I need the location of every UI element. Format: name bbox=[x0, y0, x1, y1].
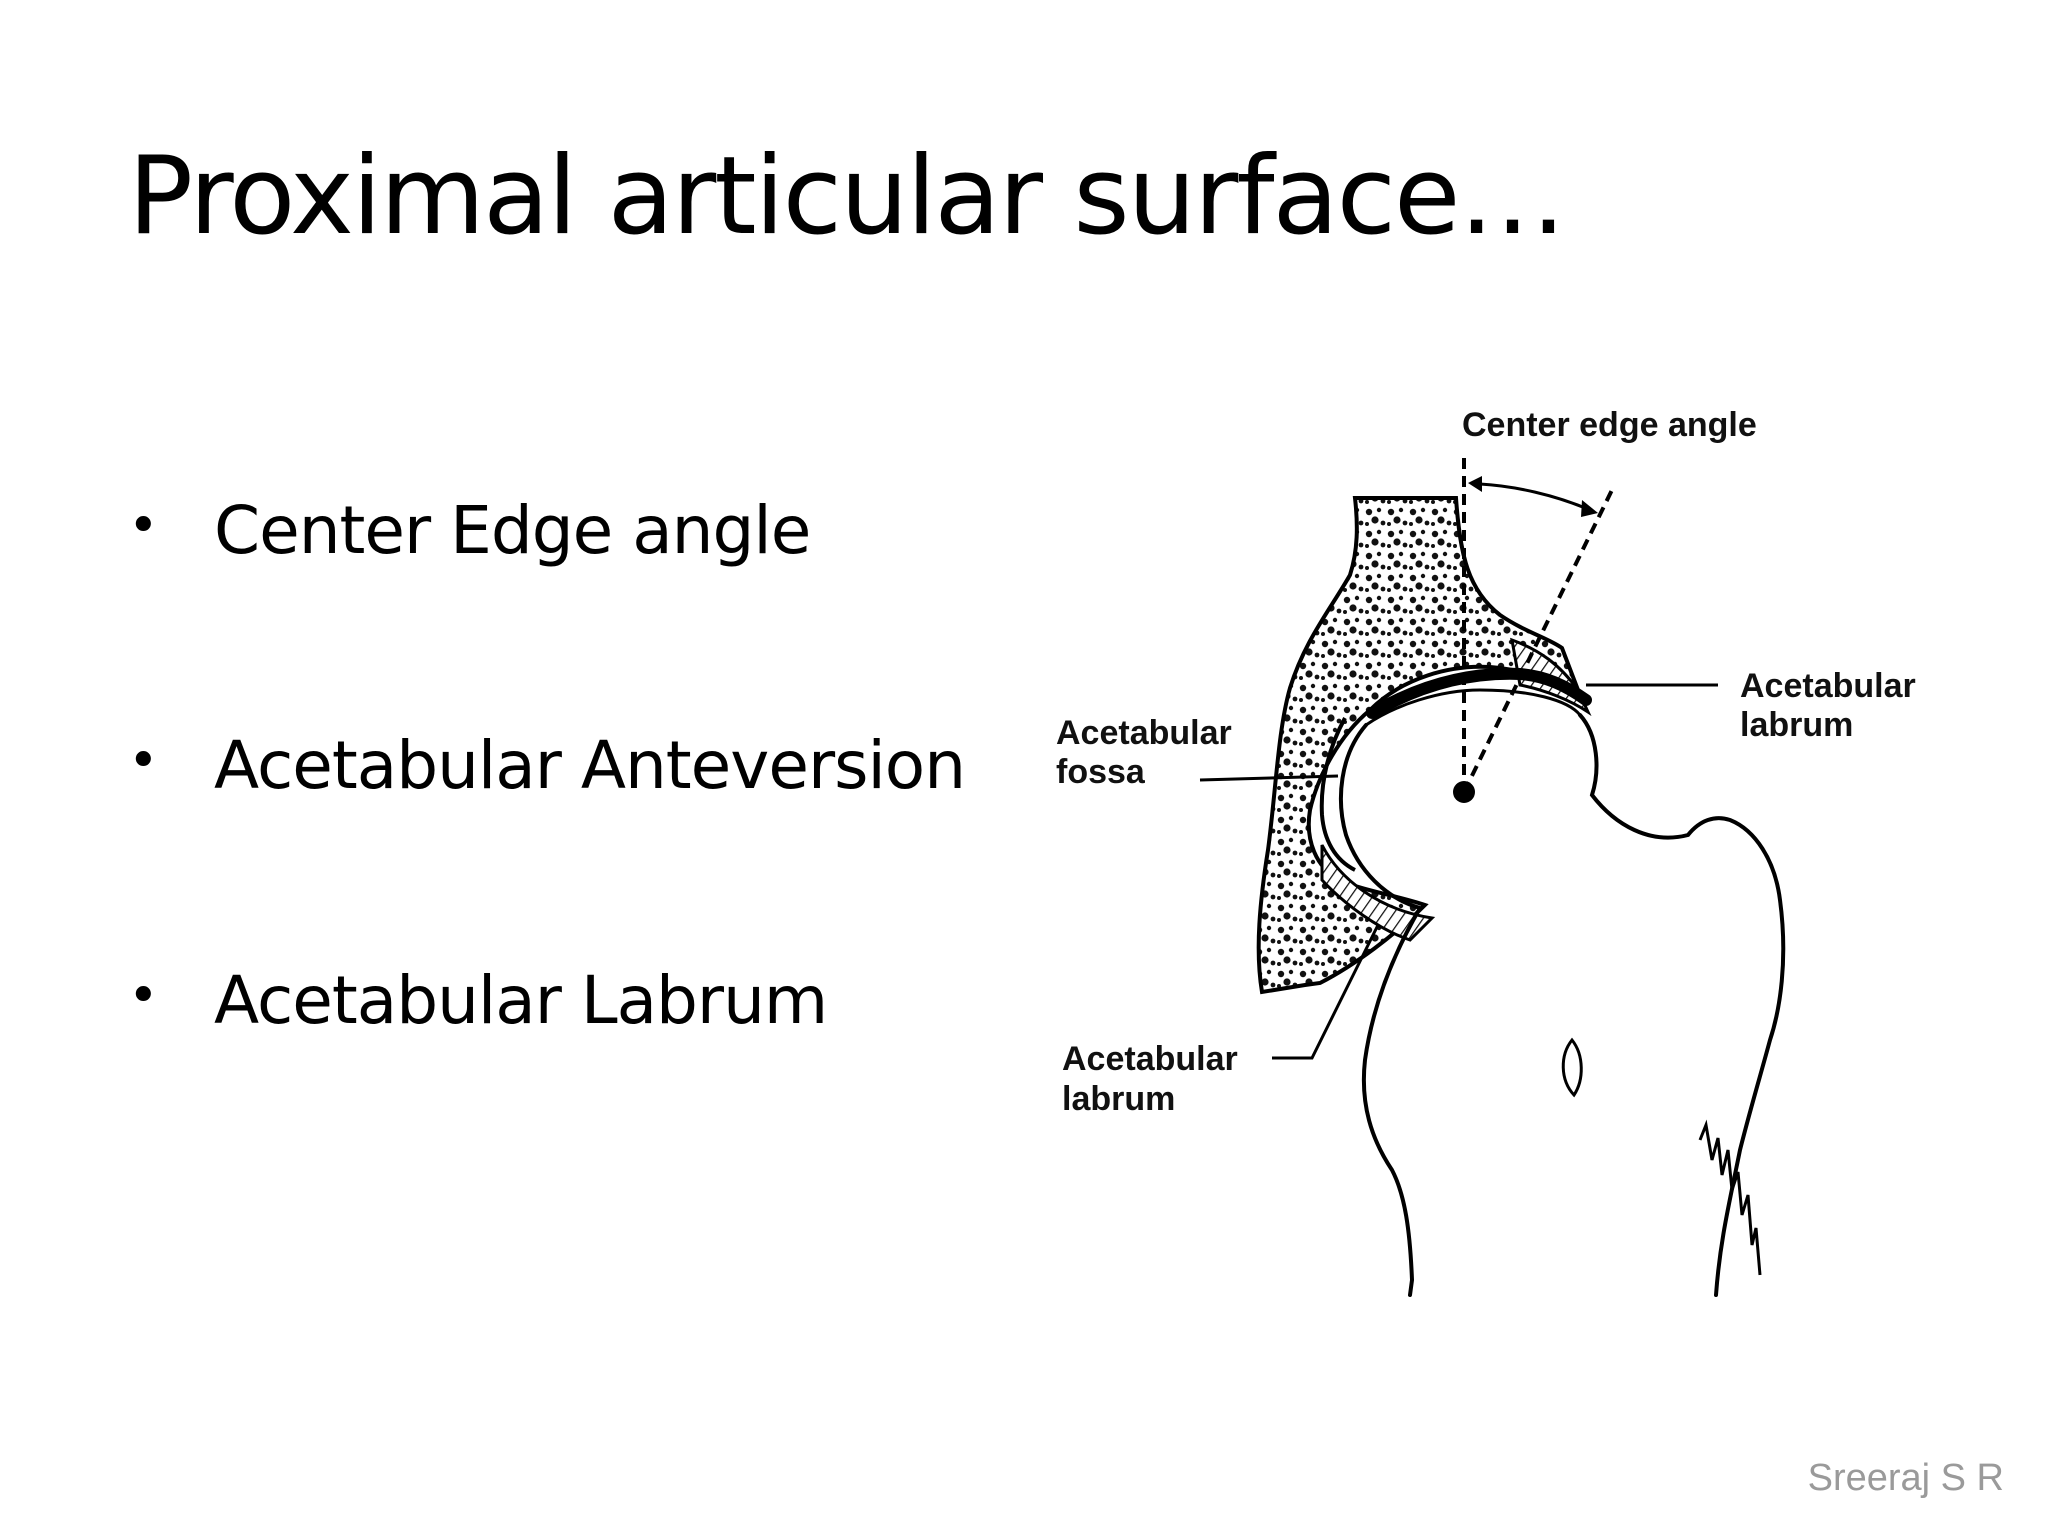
angle-arrow-left bbox=[1468, 476, 1482, 492]
slide-title: Proximal articular surface… bbox=[128, 134, 1566, 259]
bullet-glyph: • bbox=[128, 731, 159, 791]
label-acetabular-labrum-right-1: Acetabular bbox=[1740, 667, 1916, 705]
bullet-text: Center Edge angle bbox=[214, 492, 811, 569]
label-acetabular-labrum-bottom-2: labrum bbox=[1062, 1080, 1175, 1118]
leader-fossa bbox=[1199, 774, 1339, 782]
bullet-glyph: • bbox=[128, 966, 159, 1026]
lesser-trochanter bbox=[1561, 1037, 1583, 1098]
femoral-head-center bbox=[1453, 781, 1475, 803]
illustrator-signature bbox=[1698, 1119, 1762, 1276]
hip-joint-diagram: Center edge angle Acetabular labrum Acet… bbox=[1056, 406, 1916, 1297]
bullet-text: Acetabular Labrum bbox=[214, 962, 828, 1039]
articular-cartilage bbox=[1366, 667, 1592, 719]
label-center-edge-angle: Center edge angle bbox=[1462, 406, 1757, 444]
acetabular-fossa-shape bbox=[1319, 717, 1356, 872]
leader-labrum-bottom bbox=[1272, 924, 1380, 1060]
label-acetabular-fossa-2: fossa bbox=[1056, 753, 1146, 791]
author-credit: Sreeraj S R bbox=[1807, 1457, 2004, 1499]
femur bbox=[1338, 713, 1786, 1297]
label-acetabular-fossa-1: Acetabular bbox=[1056, 714, 1232, 752]
angle-arrow-right bbox=[1581, 500, 1598, 517]
bullet-glyph: • bbox=[128, 496, 159, 556]
label-acetabular-labrum-bottom-1: Acetabular bbox=[1062, 1040, 1238, 1078]
labrum-bottom bbox=[1320, 844, 1436, 942]
angle-arc bbox=[1479, 482, 1591, 512]
bullet-text: Acetabular Anteversion bbox=[214, 727, 966, 804]
femoral-head bbox=[1365, 688, 1582, 727]
center-edge-line bbox=[1462, 489, 1614, 793]
label-acetabular-labrum-right-2: labrum bbox=[1740, 706, 1853, 744]
